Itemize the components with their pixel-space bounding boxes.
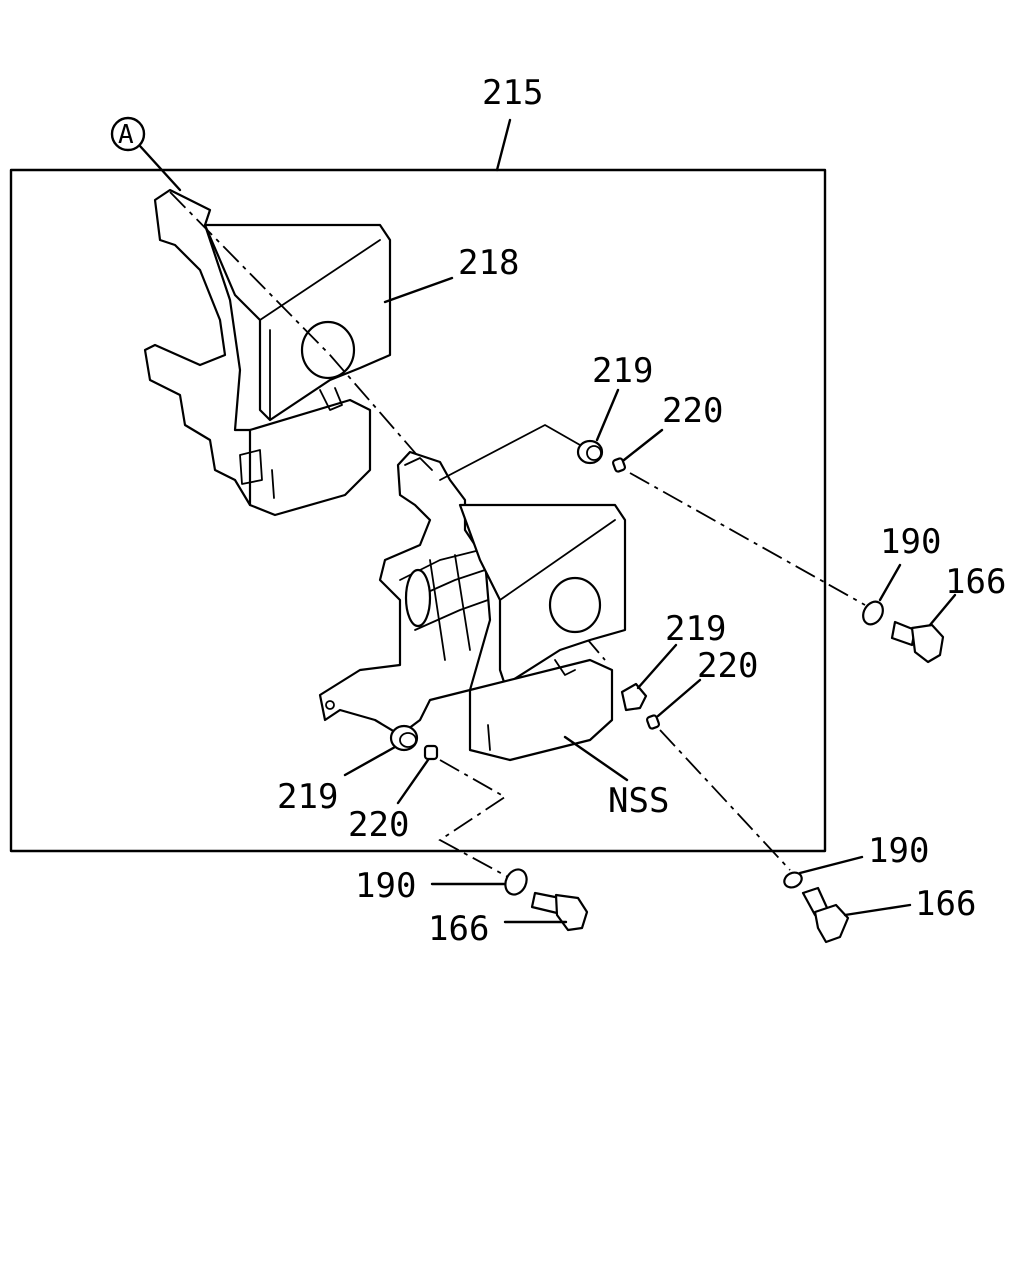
callout-219-top: 219	[592, 351, 653, 391]
part-220-ball-top	[611, 457, 627, 473]
leader-nss	[563, 735, 629, 782]
callout-nss: NSS	[608, 781, 669, 821]
part-220-ball-left	[423, 744, 439, 761]
callout-166-right: 166	[945, 562, 1006, 602]
leader-218	[383, 276, 454, 304]
callout-190-right: 190	[880, 522, 941, 562]
leader-190-bottom-right	[798, 855, 864, 875]
part-219-spring-top	[576, 439, 604, 465]
axis-line-right	[629, 472, 866, 606]
callout-166-bottom-left: 166	[428, 909, 489, 949]
reference-marker-leader	[138, 144, 182, 192]
part-166-bolt-bottom-right	[801, 886, 850, 944]
axis-line-mid	[659, 729, 791, 871]
leader-220-left	[396, 758, 430, 805]
part-218-shift-fork	[143, 188, 392, 517]
part-166-bolt-bottom-left	[530, 891, 589, 932]
leader-219-top	[595, 388, 620, 442]
part-220-ball-mid	[645, 714, 661, 730]
axis-line-left	[438, 759, 509, 878]
leader-220-top	[622, 428, 664, 462]
callout-220-left: 220	[348, 805, 409, 845]
leader-166-bottom-right	[843, 903, 912, 917]
part-190-washer-bottom-right	[783, 871, 803, 889]
callout-219-left: 219	[277, 777, 338, 817]
part-nss-shift-fork	[318, 450, 627, 762]
assembly-frame	[9, 168, 827, 853]
callout-218: 218	[458, 243, 519, 283]
callout-190-bottom-left: 190	[355, 866, 416, 906]
callout-219-mid: 219	[665, 609, 726, 649]
leader-219-left	[343, 745, 397, 777]
callout-220-top: 220	[662, 391, 723, 431]
callout-190-bottom-right: 190	[868, 831, 929, 871]
callout-220-mid: 220	[697, 646, 758, 686]
callout-215: 215	[482, 73, 543, 113]
leader-219-mid	[636, 643, 678, 690]
part-219-spring-mid	[620, 682, 648, 712]
reference-marker-circle	[110, 116, 146, 152]
callout-166-bottom-right: 166	[915, 884, 976, 924]
leader-190-right	[878, 563, 902, 602]
leader-166-right	[928, 593, 957, 627]
leader-215	[495, 118, 512, 172]
part-190-washer-bottom-left	[504, 868, 528, 896]
part-219-spring-left	[389, 724, 419, 752]
reference-marker-label: A	[118, 120, 134, 150]
part-166-bolt-right	[890, 620, 945, 664]
leader-220-mid	[656, 678, 702, 718]
part-190-washer-right	[862, 600, 884, 626]
leader-bracket-top	[439, 424, 581, 481]
